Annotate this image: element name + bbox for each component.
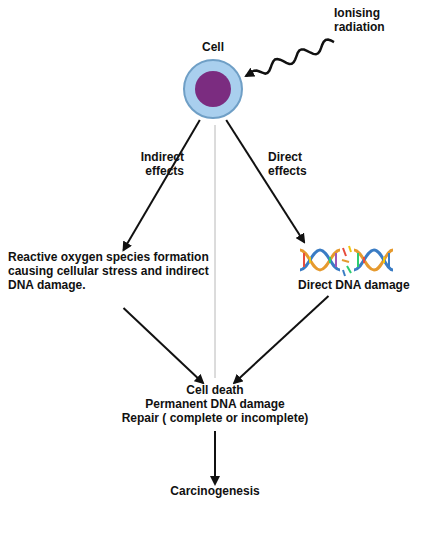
dna-damage-node: Direct DNA damage — [298, 242, 420, 296]
radiation-source: Ionising radiation — [334, 6, 400, 44]
divider-line — [215, 125, 216, 378]
dna-rung — [357, 253, 359, 267]
node-text: Repair ( complete or incomplete) — [95, 411, 335, 425]
dna-fragment — [347, 266, 351, 273]
wavy-arrow — [246, 40, 334, 76]
edge-label: Direct effects — [268, 150, 318, 178]
node-text: Permanent DNA damage — [95, 397, 335, 411]
dna-strand — [354, 250, 393, 270]
dna-fragment — [343, 248, 346, 256]
node-text: Reactive oxygen species formation causin… — [8, 250, 218, 292]
dna-strand — [354, 250, 393, 270]
cell-node: Cell — [180, 40, 246, 120]
node-text: Cell death — [95, 383, 335, 397]
flow-arrow — [124, 308, 204, 383]
edge-label: Indirect effects — [128, 150, 184, 178]
dna-rung — [309, 257, 311, 263]
cell-shape — [180, 58, 246, 122]
dna-fragment — [342, 260, 349, 262]
dna-rung — [383, 257, 385, 263]
dna-rung — [335, 253, 337, 267]
dna-rung — [388, 253, 390, 267]
node-text: Ionising radiation — [334, 6, 400, 34]
process-box: Reactive oxygen species formation causin… — [8, 250, 218, 308]
cell-membrane — [184, 60, 242, 118]
dna-rung — [329, 257, 331, 263]
flow-arrow — [124, 120, 200, 250]
dna-strand — [300, 250, 340, 270]
dna-fragment — [343, 270, 345, 276]
cell-nucleus — [195, 71, 231, 107]
dna-fragment — [349, 246, 351, 252]
flow-arrow — [226, 120, 304, 242]
flow-arrow — [214, 431, 216, 484]
dna-rung — [363, 257, 365, 263]
outcome-box: Cell deathPermanent DNA damageRepair ( c… — [95, 383, 335, 431]
dna-strand — [300, 250, 340, 270]
node-text: Carcinogenesis — [140, 484, 290, 498]
flow-arrow — [234, 296, 328, 383]
node-text: Cell — [180, 40, 246, 54]
dna-rung — [303, 253, 305, 267]
dna-illustration — [300, 246, 393, 276]
result-box: Carcinogenesis — [140, 484, 290, 504]
node-text: Direct DNA damage — [298, 278, 420, 292]
